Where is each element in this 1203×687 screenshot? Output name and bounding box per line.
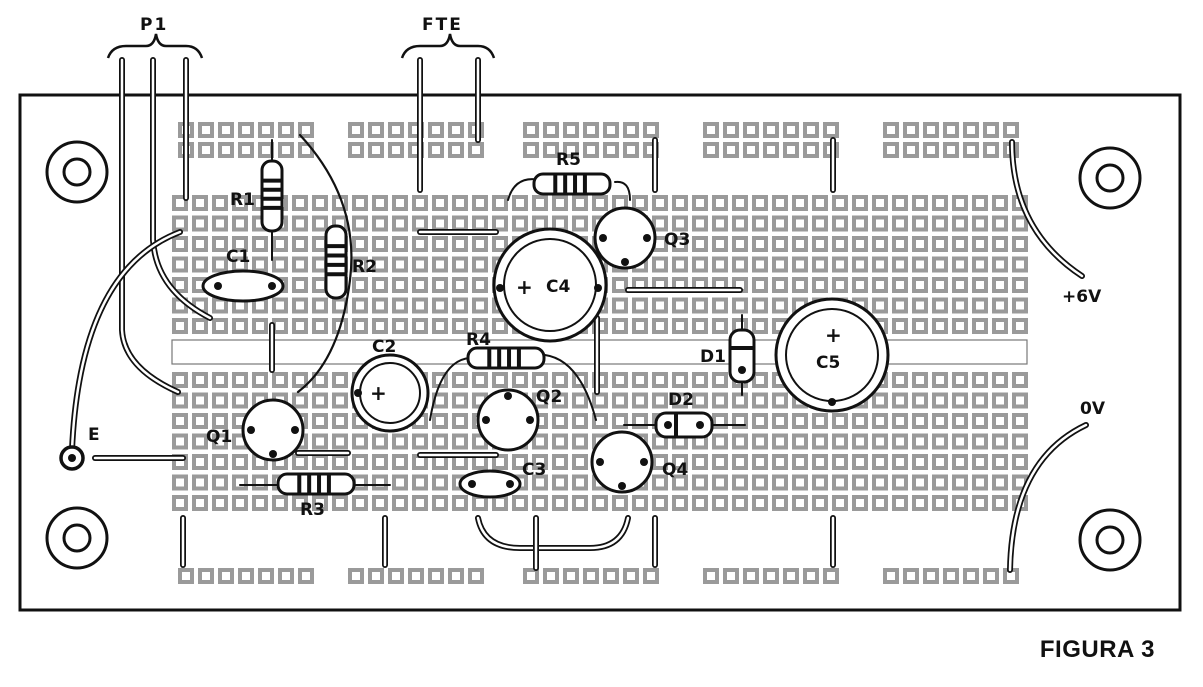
transistor-q2	[476, 388, 540, 452]
mounting-hole-bottom-left	[45, 506, 109, 570]
resistors	[260, 159, 612, 496]
transistor-q3	[593, 206, 657, 270]
diode-d1	[728, 328, 756, 384]
label-q2: Q2	[536, 387, 562, 407]
label-plus-6v: +6V	[1062, 287, 1102, 307]
plus-mark-c2: +	[370, 381, 387, 405]
label-d1: D1	[700, 347, 726, 367]
figure-caption: FIGURA 3	[1039, 636, 1155, 663]
label-c2: C2	[372, 337, 396, 357]
label-q4: Q4	[662, 460, 688, 480]
plus-mark-c4: +	[516, 275, 533, 299]
transistors	[241, 206, 657, 494]
label-r2: R2	[352, 257, 377, 277]
p1-brace	[106, 33, 204, 59]
e-terminal	[59, 445, 85, 471]
label-q1: Q1	[206, 427, 232, 447]
label-r5: R5	[556, 150, 581, 170]
diode-d2	[654, 411, 714, 439]
label-c1: C1	[226, 247, 250, 267]
capacitor-c2	[350, 353, 430, 433]
capacitor-c3	[458, 469, 522, 499]
resistor-r5	[532, 172, 612, 196]
pad-grid	[172, 122, 1028, 584]
label-c4: C4	[546, 277, 570, 297]
capacitor-c5	[774, 297, 890, 413]
header-p1: P1	[140, 15, 168, 35]
resistor-r4	[466, 346, 546, 370]
fte-brace	[400, 33, 496, 59]
label-q3: Q3	[664, 230, 690, 250]
label-0v: 0V	[1080, 399, 1106, 419]
resistor-r1	[260, 159, 284, 233]
label-c3: C3	[522, 460, 546, 480]
label-e: E	[88, 425, 100, 445]
mounting-hole-top-left	[45, 140, 109, 204]
capacitor-c4	[492, 227, 608, 343]
wires	[69, 57, 1089, 573]
header-fte: FTE	[422, 15, 463, 35]
capacitor-c1	[201, 269, 285, 303]
label-r3: R3	[300, 500, 325, 520]
label-r4: R4	[466, 330, 491, 350]
label-d2: D2	[668, 390, 694, 410]
transistor-q1	[241, 398, 305, 462]
mounting-hole-top-right	[1078, 146, 1142, 210]
transistor-q4	[590, 430, 654, 494]
plus-mark-c5: +	[825, 323, 842, 347]
label-r1: R1	[230, 190, 255, 210]
label-c5: C5	[816, 353, 840, 373]
resistor-r2	[324, 224, 348, 300]
resistor-r3	[276, 472, 356, 496]
mounting-hole-bottom-right	[1078, 508, 1142, 572]
